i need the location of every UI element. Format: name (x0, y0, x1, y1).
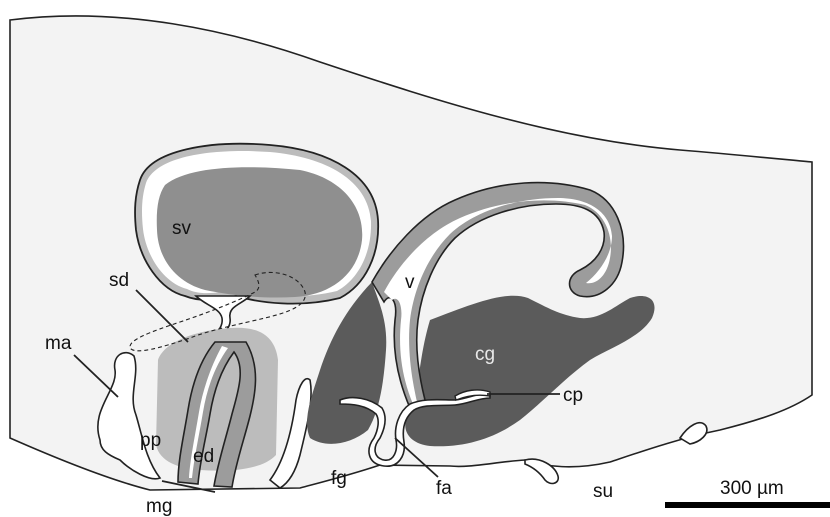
label-fg: fg (331, 468, 347, 489)
label-ma: ma (45, 333, 72, 354)
label-sv: sv (172, 218, 192, 239)
scale-bar-label: 300 µm (720, 478, 784, 499)
label-cp: cp (563, 385, 583, 406)
label-cg: cg (475, 344, 495, 365)
label-fa: fa (436, 478, 452, 499)
label-mg: mg (146, 496, 172, 517)
label-su: su (593, 481, 613, 502)
label-v: v (405, 272, 415, 293)
label-pp: pp (140, 430, 161, 451)
scale-bar (665, 502, 830, 508)
label-ed: ed (193, 446, 214, 467)
label-sd: sd (109, 270, 129, 291)
